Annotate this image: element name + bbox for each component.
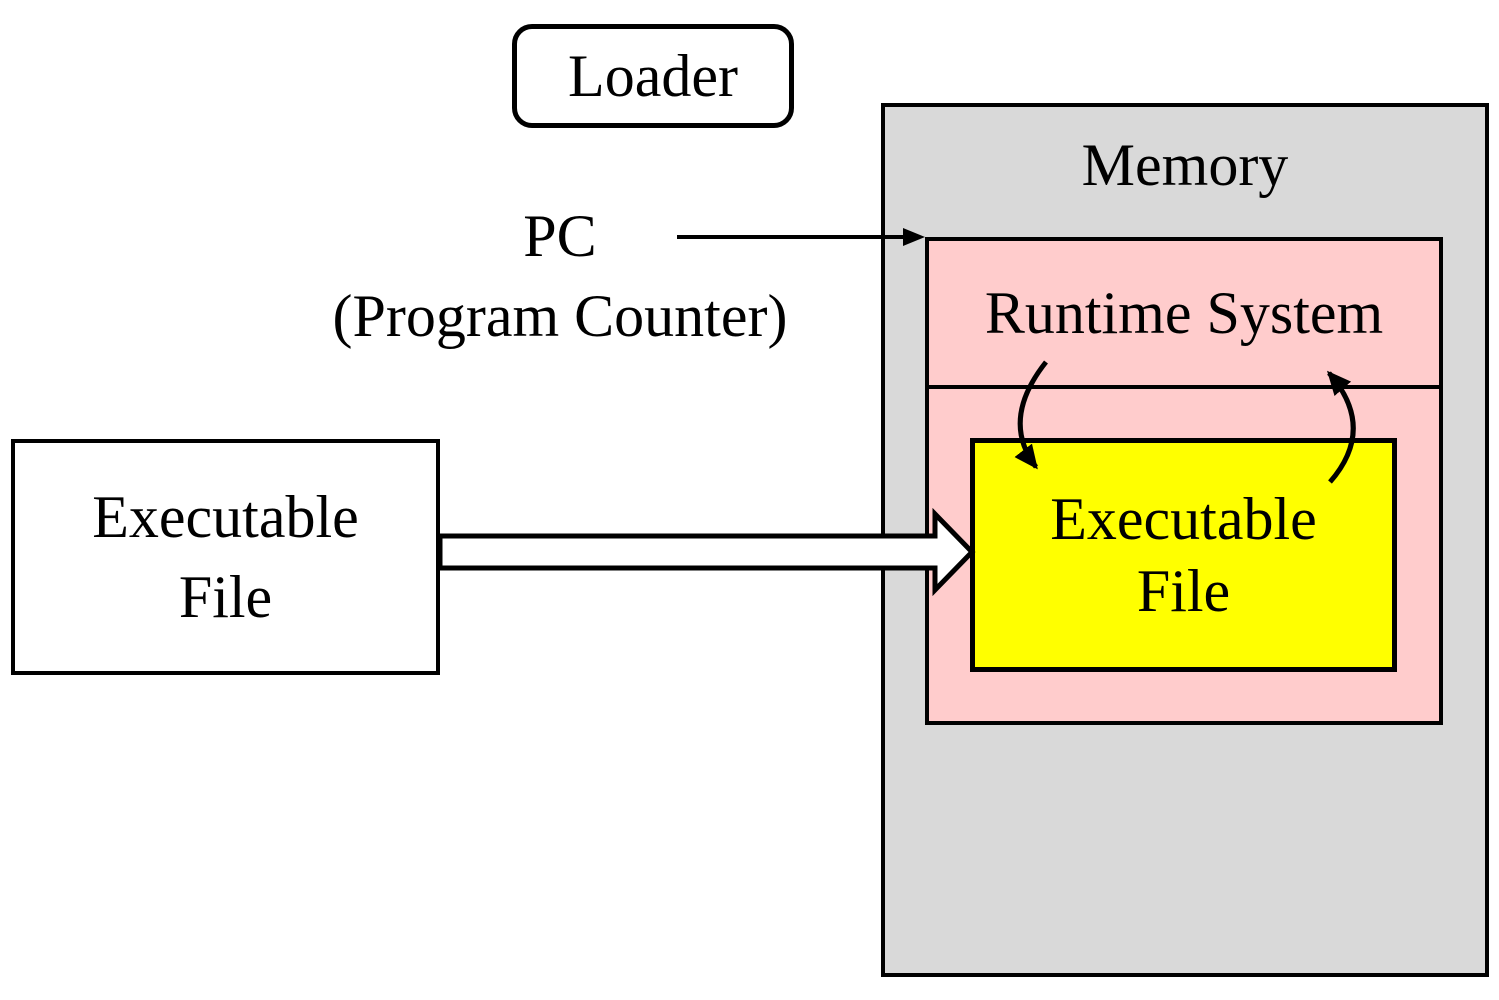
pc-label-line2: (Program Counter) <box>332 283 788 349</box>
loader-label: Loader <box>568 42 738 109</box>
executable-file-source-line1: Executable <box>92 484 359 550</box>
runtime-system-label: Runtime System <box>984 279 1384 346</box>
memory-label: Memory <box>1081 132 1289 198</box>
executable-file-source-line2: File <box>178 564 273 630</box>
executable-file-source-box: Executable File <box>11 439 440 675</box>
executable-file-loaded-line2: File <box>1136 558 1231 624</box>
runtime-system-divider <box>929 385 1439 389</box>
pc-label-line1: PC <box>523 203 597 269</box>
executable-file-loaded-line1: Executable <box>1050 486 1317 552</box>
pc-label: PC (Program Counter) <box>285 196 835 356</box>
loader-box: Loader <box>512 24 794 128</box>
executable-file-loaded-box: Executable File <box>970 438 1397 672</box>
